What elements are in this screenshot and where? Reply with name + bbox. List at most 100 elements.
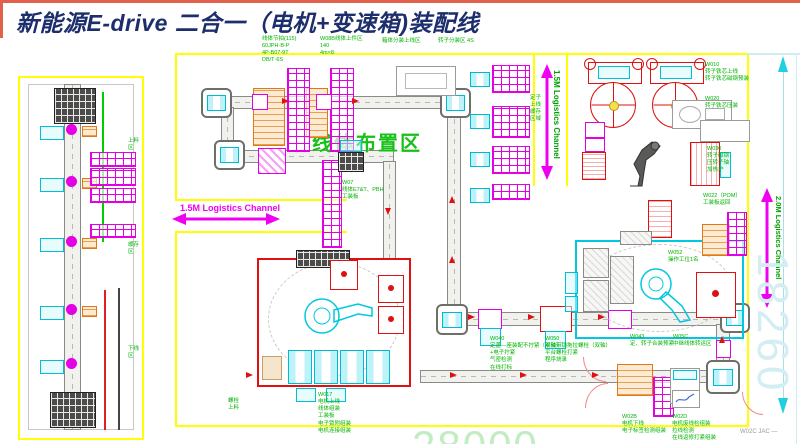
pallet-return	[296, 388, 316, 402]
annotation: W030 转子磁钢 压转子轴 加热炉	[707, 146, 730, 174]
strip-station-part	[40, 178, 64, 192]
channel-left-arrow-icon	[172, 213, 280, 225]
strip-station-part	[40, 126, 64, 140]
channel-right-label: 2.0M Logistics Channel	[774, 196, 783, 280]
trolley-icon	[470, 188, 490, 203]
corridor-wall	[175, 231, 347, 233]
channel-top-label: 1.5M Logistics Channel	[552, 70, 561, 159]
top-border-line	[0, 0, 800, 3]
fixture	[330, 260, 358, 290]
strip-station-part	[40, 306, 64, 320]
station-legs	[480, 328, 501, 346]
annotation: W010 转子铁芯上线 转子铁芯磁钢预装	[705, 62, 750, 83]
corner-note: W02C JAC —	[740, 429, 778, 435]
conveyor-main-vertical	[447, 105, 461, 315]
heater-machine	[582, 152, 606, 180]
annotation: W02D 电机废线检组装 拉线检测 在线返修打紧组装	[672, 414, 717, 442]
flow-arrow-icon	[598, 314, 605, 320]
pallet-station	[340, 350, 364, 384]
strip-robot-icon	[66, 236, 77, 247]
station-hood	[340, 140, 362, 152]
trolley-icon	[470, 152, 490, 167]
flow-arrow-icon	[352, 98, 359, 104]
pallet-rack	[90, 188, 136, 203]
strip-label: 下线区	[128, 346, 140, 360]
fixture	[696, 272, 736, 318]
robot-icon	[640, 268, 692, 323]
pallet-return	[326, 388, 346, 402]
channel-left-label: 1.5M Logistics Channel	[180, 203, 281, 213]
annotation: W022（POM） 工装板返回	[703, 193, 741, 207]
pallet-rack	[492, 146, 530, 174]
annotation: 转子分装区 4S	[438, 38, 474, 44]
strip-frame	[28, 84, 134, 430]
pallet-station	[288, 350, 312, 384]
fixture-pin	[584, 58, 596, 70]
line-station	[478, 309, 502, 329]
laser-marker-icon	[672, 390, 700, 408]
channel-top-arrow-icon	[541, 64, 553, 180]
press-column	[690, 142, 720, 186]
left-border-line	[0, 0, 3, 38]
pallet-rack	[727, 212, 747, 256]
flow-arrow-icon	[719, 336, 725, 343]
strip-dark-line	[118, 288, 120, 430]
corner-turntable	[706, 360, 740, 394]
flow-arrow-icon	[449, 196, 455, 203]
machine-block	[583, 280, 609, 312]
robot-icon	[304, 298, 373, 334]
left-line-strip: 上料区 缓存区 下线区	[18, 76, 144, 440]
annotation: W08B线体上件区 140 4m×8	[320, 36, 363, 57]
pallet-rack	[90, 224, 136, 238]
flow-arrow-icon	[385, 208, 391, 215]
machine-top	[396, 66, 456, 96]
pallet-rack	[322, 160, 342, 248]
dim-arrow-icon	[778, 56, 788, 72]
flow-arrow-icon	[450, 372, 457, 378]
flow-arrow-icon	[282, 98, 289, 104]
strip-robot-icon	[66, 358, 77, 369]
pallet-rack	[287, 68, 310, 152]
fixture-pin	[694, 58, 706, 70]
corridor-wall	[175, 199, 347, 201]
tooling-plate	[585, 122, 605, 138]
pallet-rack	[330, 68, 354, 152]
channel-right-arrow-icon	[761, 188, 773, 308]
machine-block	[610, 256, 634, 304]
dim-extension-line	[747, 53, 800, 55]
page-title: 新能源E-drive 二合一（电机+变速箱)装配线	[16, 10, 479, 36]
pallet-rack	[492, 65, 530, 93]
annotation: W017 电机上线 线体组装 工装板 电子锁附组装 电机连接组装	[318, 392, 352, 434]
line-station	[252, 94, 268, 110]
flow-arrow-icon	[449, 256, 455, 263]
part-buffer	[598, 66, 630, 79]
pallet-rack	[492, 106, 530, 138]
zone-label: 线体布置区	[312, 133, 422, 155]
flow-arrow-icon	[468, 314, 475, 320]
strip-label: 上料区	[128, 138, 140, 152]
strip-red-line	[104, 290, 106, 430]
strip-label: 缓存区	[128, 242, 140, 256]
strip-feeder	[82, 126, 97, 137]
annotation: W05C 中继线体转运区	[673, 334, 712, 348]
chute	[565, 296, 578, 312]
machine-orange	[702, 224, 730, 256]
strip-robot-icon	[66, 124, 77, 135]
dim-edge-line	[796, 53, 797, 444]
machine-orange	[617, 364, 653, 396]
corner-turntable	[201, 88, 232, 118]
tool-cabinet	[262, 356, 282, 380]
robot-icon	[630, 141, 661, 187]
dim-bottom-value: 28000	[412, 422, 539, 444]
annotation: W050 平台带锁拖拉螺栓（双轴） 平台螺栓打紧 程序烧录	[545, 336, 612, 364]
turntable-icon	[590, 82, 636, 128]
annotation: 箱体分装上线区	[382, 38, 421, 44]
annotation: 螺栓 上料	[228, 398, 240, 412]
flow-arrow-icon	[246, 372, 253, 378]
pallet-rack	[492, 184, 530, 200]
pallet-station	[314, 350, 338, 384]
press-machine	[700, 120, 750, 142]
chute	[565, 272, 578, 294]
strip-station-part	[40, 238, 64, 252]
line-station	[316, 94, 332, 110]
